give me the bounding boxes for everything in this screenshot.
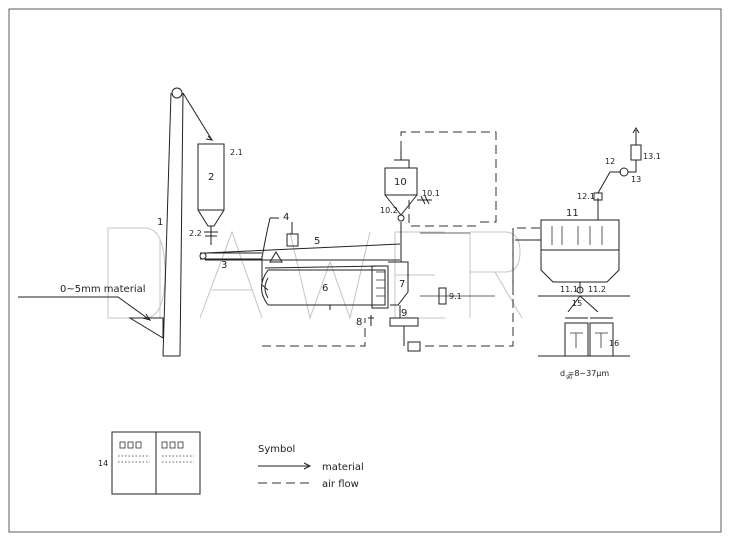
- label-11: 11: [566, 208, 579, 219]
- label-11-2: 11.2: [588, 285, 606, 294]
- label-12-1: 12.1: [577, 192, 595, 201]
- feed-material-label: 0~5mm material: [60, 284, 146, 295]
- cyclone-separator: [384, 150, 432, 262]
- label-10-1: 10.1: [422, 189, 440, 198]
- label-15: 15: [572, 299, 582, 308]
- label-3: 3: [221, 260, 227, 271]
- packing-bins: [538, 295, 630, 357]
- drawing-frame: [8, 8, 722, 533]
- label-10: 10: [394, 177, 407, 188]
- label-2: 2: [208, 172, 214, 183]
- label-10-2: 10.2: [380, 206, 398, 215]
- legend: Symbol material air flow: [258, 444, 364, 490]
- label-4: 4: [283, 212, 289, 223]
- label-12: 12: [605, 157, 615, 166]
- air-flow-path: [262, 131, 541, 347]
- particle-size-label: d =8~37μm: [560, 369, 609, 378]
- label-8: 8: [356, 317, 362, 328]
- legend-air-flow-label: air flow: [322, 479, 359, 490]
- bucket-elevator: [18, 87, 214, 357]
- label-16: 16: [609, 339, 619, 348]
- label-6: 6: [322, 283, 328, 294]
- label-11-1: 11.1: [560, 285, 578, 294]
- label-7: 7: [399, 279, 405, 290]
- valve: [368, 315, 374, 326]
- control-cabinet: [111, 431, 201, 495]
- feed-hopper: [197, 143, 225, 245]
- label-9: 9: [401, 308, 407, 319]
- label-13: 13: [631, 175, 641, 184]
- screw-feeder: [199, 252, 269, 291]
- label-2-1: 2.1: [230, 148, 243, 157]
- label-1: 1: [157, 217, 163, 228]
- legend-material-label: material: [322, 462, 364, 473]
- hot-air-furnace: [261, 217, 299, 263]
- bag-filter: [512, 219, 620, 295]
- label-2-2: 2.2: [189, 229, 202, 238]
- floor-lines: [420, 232, 495, 297]
- label-9-1: 9.1: [449, 292, 462, 301]
- particle-size-subscript: 90: [566, 375, 572, 381]
- labels: 0~5mm material 1 2 2.1 2.2 3 4 5 6 7 8 9…: [60, 148, 661, 468]
- legend-title: Symbol: [258, 444, 295, 455]
- label-13-1: 13.1: [643, 152, 661, 161]
- drive-belt: [204, 243, 401, 269]
- fan: [389, 287, 447, 352]
- label-14: 14: [98, 459, 108, 468]
- label-5: 5: [314, 236, 320, 247]
- watermark: [107, 227, 523, 320]
- rotary-dryer: [261, 265, 389, 310]
- exhaust-system: [593, 127, 642, 220]
